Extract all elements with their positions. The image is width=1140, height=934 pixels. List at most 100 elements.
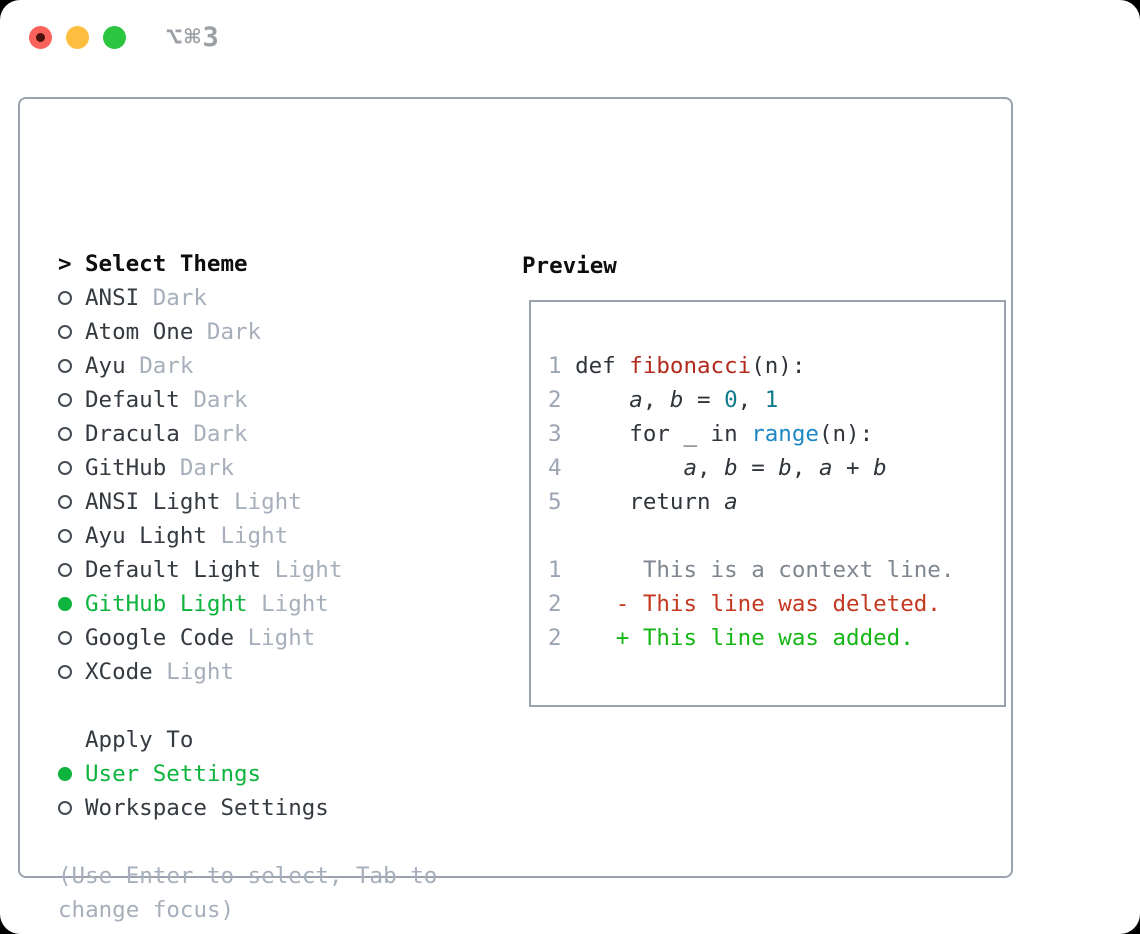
theme-option-google-code[interactable]: Google Code Light [58, 621, 458, 655]
diff-text: - This line was deleted. [615, 591, 941, 617]
code-token-var: a [629, 387, 643, 413]
apply-option-label: Workspace Settings [85, 795, 329, 821]
theme-option-xcode[interactable]: XCode Light [58, 655, 458, 689]
theme-option-default-light[interactable]: Default Light Light [58, 553, 458, 587]
cursor-arrow-icon: > [58, 251, 72, 277]
theme-variant: Dark [139, 353, 194, 379]
radio-marker [58, 291, 85, 305]
apply-option-workspace-settings[interactable]: Workspace Settings [58, 791, 458, 825]
radio-unselected-icon [58, 291, 72, 305]
minimize-button[interactable] [66, 26, 89, 49]
radio-unselected-icon [58, 631, 72, 645]
theme-variant: Light [274, 557, 343, 583]
theme-variant: Light [220, 523, 289, 549]
code-token-plain: + [832, 455, 874, 481]
theme-name: Google Code [85, 625, 248, 651]
line-number: 2 [548, 387, 576, 413]
line-number: 3 [548, 421, 576, 447]
code-token-plain [575, 455, 683, 481]
theme-option-github-light[interactable]: GitHub Light Light [58, 587, 458, 621]
keyboard-hint: (Use Enter to select, Tab to change focu… [58, 863, 438, 923]
code-token-plain: , [642, 387, 670, 413]
theme-option-atom-one[interactable]: Atom One Dark [58, 315, 458, 349]
diff-text: This is a context line. [615, 557, 955, 583]
theme-variant: Light [247, 625, 316, 651]
radio-marker [58, 631, 85, 645]
window-title: ⌥⌘3 [166, 22, 221, 53]
radio-marker [58, 393, 85, 407]
theme-option-dracula[interactable]: Dracula Dark [58, 417, 458, 451]
select-theme-header: > Select Theme [58, 247, 458, 281]
radio-marker [58, 461, 85, 475]
theme-option-ansi[interactable]: ANSI Dark [58, 281, 458, 315]
apply-to-title: Apply To [85, 727, 194, 753]
code-token-plain: return [575, 489, 725, 515]
diff-text: + This line was added. [615, 625, 914, 651]
code-token-plain: = [737, 455, 779, 481]
theme-name: Ayu Light [85, 523, 221, 549]
theme-name: GitHub Light [85, 591, 262, 617]
radio-unselected-icon [58, 359, 72, 373]
code-line: 2 a, b = 0, 1 [548, 383, 1004, 417]
radio-unselected-icon [58, 461, 72, 475]
line-number: 2 [548, 625, 616, 651]
radio-unselected-icon [58, 427, 72, 441]
theme-variant: Light [166, 659, 235, 685]
apply-option-user-settings[interactable]: User Settings [58, 757, 458, 791]
code-token-num: 1 [764, 387, 779, 413]
diff-line-context: 1 This is a context line. [548, 553, 1004, 587]
code-token-plain: = [683, 387, 725, 413]
radio-marker [58, 495, 85, 509]
apply-to-header: Apply To [58, 723, 458, 757]
list-gap [58, 825, 458, 859]
code-token-var: a [818, 455, 833, 481]
theme-option-github[interactable]: GitHub Dark [58, 451, 458, 485]
line-number: 2 [548, 591, 616, 617]
code-token-var: b [724, 455, 738, 481]
radio-marker [58, 529, 85, 543]
radio-unselected-icon [58, 665, 72, 679]
theme-name: Default Light [85, 557, 275, 583]
code-token-func: fibonacci [629, 353, 752, 379]
theme-variant: Dark [152, 285, 207, 311]
code-token-var: a [724, 489, 738, 515]
theme-name: Dracula [85, 421, 194, 447]
apply-option-label: User Settings [85, 761, 262, 787]
radio-marker [58, 359, 85, 373]
code-token-plain: , [791, 455, 819, 481]
radio-unselected-icon [58, 393, 72, 407]
code-token-num: 0 [724, 387, 738, 413]
radio-selected-icon [58, 597, 72, 611]
code-token-var: b [669, 387, 684, 413]
code-token-plain: for _ in [575, 421, 752, 447]
radio-marker [58, 597, 85, 611]
theme-name: GitHub [85, 455, 180, 481]
theme-variant: Light [234, 489, 302, 515]
radio-marker [58, 325, 85, 339]
preview-title: Preview [522, 253, 617, 279]
theme-option-ayu[interactable]: Ayu Dark [58, 349, 458, 383]
radio-unselected-icon [58, 495, 72, 509]
title-bar: ⌥⌘3 [0, 0, 1140, 75]
code-token-plain: , [697, 455, 725, 481]
theme-option-ayu-light[interactable]: Ayu Light Light [58, 519, 458, 553]
radio-marker [58, 665, 85, 679]
theme-variant: Dark [206, 319, 262, 345]
line-number: 4 [548, 455, 576, 481]
blank-line [548, 519, 1004, 553]
code-token-var: b [873, 455, 887, 481]
theme-option-ansi-light[interactable]: ANSI Light Light [58, 485, 458, 519]
zoom-button[interactable] [103, 26, 126, 49]
theme-name: ANSI Light [85, 489, 235, 515]
close-button[interactable] [29, 26, 52, 49]
radio-unselected-icon [58, 801, 72, 815]
select-theme-title: Select Theme [85, 251, 248, 277]
code-token-plain: def [575, 353, 630, 379]
theme-name: Ayu [85, 353, 140, 379]
theme-option-default[interactable]: Default Dark [58, 383, 458, 417]
radio-marker [58, 767, 85, 781]
radio-marker [58, 427, 85, 441]
